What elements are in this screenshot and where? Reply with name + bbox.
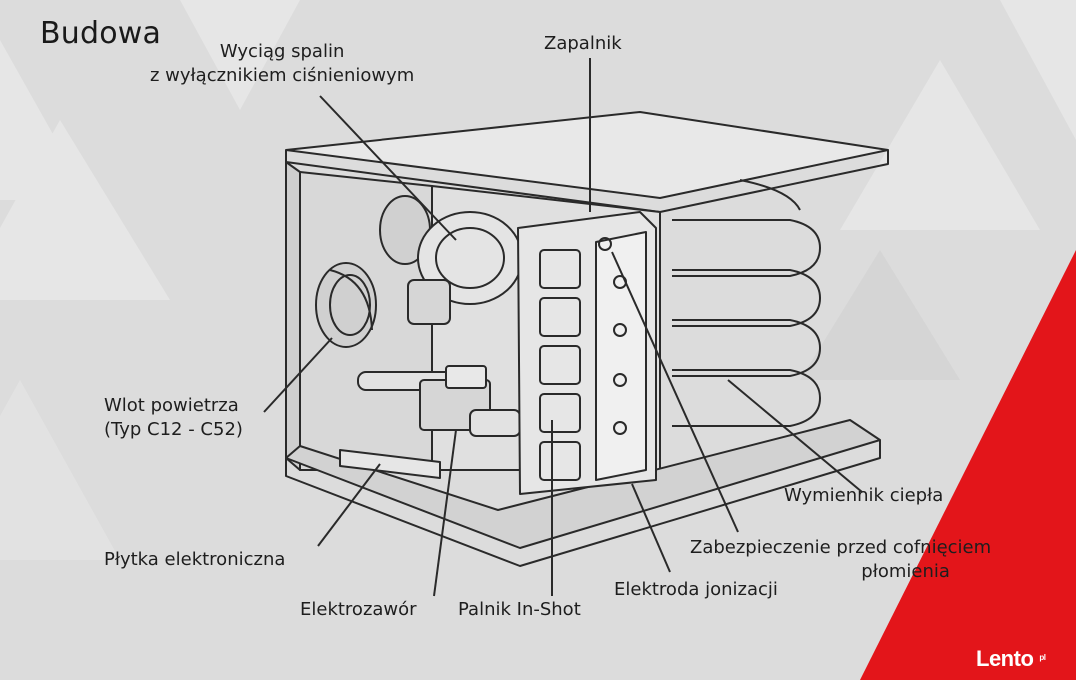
heater-illustration (285, 111, 889, 567)
label-flame-protection: Zabezpieczenie przed cofnięciem płomieni… (690, 536, 991, 584)
label-air-inlet-line2: (Typ C12 - C52) (104, 419, 243, 440)
label-flue-fan-line1: Wyciąg spalin (219, 41, 345, 62)
label-flame-protection-line1: Zabezpieczenie przed cofnięciem (690, 537, 992, 558)
label-flue-fan-line2: z wyłącznikiem ciśnieniowym (150, 65, 415, 86)
red-corner-accent (860, 250, 1076, 680)
background-pattern (0, 0, 1076, 560)
label-control-board: Płytka elektroniczna (104, 549, 286, 570)
label-burner: Palnik In-Shot (458, 599, 581, 620)
leader-lines (263, 58, 863, 597)
label-solenoid-valve: Elektrozawór (300, 599, 417, 620)
label-heat-exchanger: Wymiennik ciepła (784, 485, 944, 506)
label-ionization-electrode: Elektroda jonizacji (614, 579, 778, 600)
label-air-inlet-line1: Wlot powietrza (104, 395, 239, 416)
label-air-inlet: Wlot powietrza (Typ C12 - C52) (104, 394, 243, 442)
label-flue-fan: Wyciąg spalin z wyłącznikiem ciśnieniowy… (150, 40, 414, 88)
label-flame-protection-line2: płomienia (861, 561, 950, 582)
lento-watermark-text: Lento (976, 646, 1034, 671)
label-igniter: Zapalnik (544, 33, 622, 54)
lento-pl-badge: pl (1035, 651, 1050, 666)
diagram-title: Budowa (40, 16, 162, 51)
